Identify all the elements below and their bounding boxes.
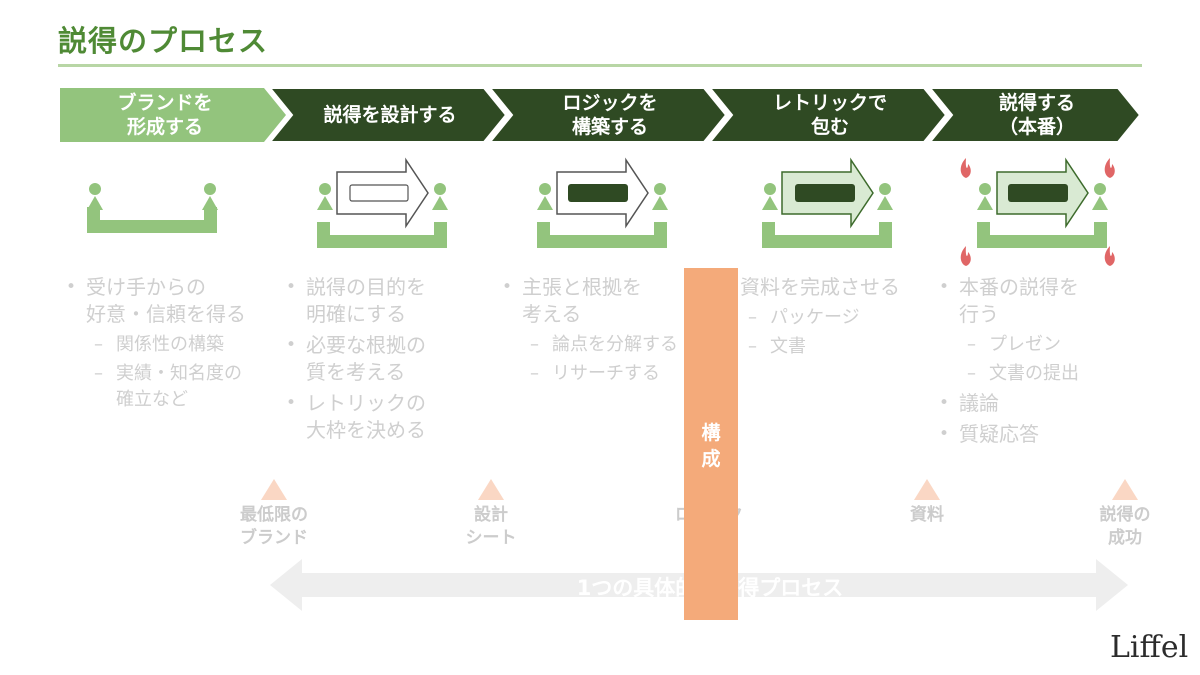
stage-label-5: 説得する （本番） — [998, 92, 1075, 138]
bullet-item: 必要な根拠の 質を考える — [284, 332, 484, 386]
stage-2-icon — [317, 157, 448, 248]
stage-5-icon — [977, 157, 1108, 248]
sub-bullet-item: 実績・知名度の 確立など — [64, 361, 284, 413]
stage-label-2: 説得を設計する — [323, 104, 457, 126]
bullet-item: 主張と根拠を 考える — [500, 274, 710, 328]
composition-highlight-bar — [684, 268, 738, 620]
flame-icon-bottom-right — [1104, 246, 1115, 266]
page-title: 説得のプロセス — [58, 24, 269, 58]
bullet-item: 受け手からの 好意・信頼を得る — [64, 274, 284, 328]
milestone-triangle-2 — [478, 479, 504, 500]
sub-bullet-item: 関係性の構築 — [64, 332, 284, 358]
milestone-label-4: 資料 — [910, 505, 944, 525]
stage-4-icon — [762, 157, 893, 248]
stage-1-icon — [87, 183, 218, 233]
bullet-item: レトリックの 大枠を決める — [284, 390, 484, 444]
stage-chevron-3 — [487, 87, 728, 143]
stage-chevron-2 — [267, 87, 508, 143]
stage-label-3: ロジックを 構築する — [562, 92, 658, 138]
brand-logo: Liffel — [1110, 630, 1189, 665]
bullet-item: 質疑応答 — [937, 421, 1137, 448]
composition-highlight-label: 構 成 — [701, 422, 721, 470]
milestone-label-1: 最低限の ブランド — [240, 505, 308, 548]
sub-bullet-item: プレゼン — [937, 332, 1137, 358]
stage-label-1: ブランドを 形成する — [117, 92, 213, 138]
stage-3-icon — [537, 157, 668, 248]
stage-1-details: 受け手からの 好意・信頼を得る 関係性の構築 実績・知名度の 確立など — [64, 274, 284, 416]
stage-5-details: 本番の説得を 行う プレゼン 文書の提出 議論 質疑応答 — [937, 274, 1137, 452]
milestone-triangle-5 — [1112, 479, 1138, 500]
flame-icon-bottom-left — [960, 246, 971, 266]
stage-3-details: 主張と根拠を 考える 論点を分解する リサーチする — [500, 274, 710, 390]
sub-bullet-item: 文書 — [718, 334, 933, 360]
milestone-triangle-1 — [261, 479, 287, 500]
flame-icon-top-right — [1104, 158, 1115, 178]
bullet-item: 本番の説得を 行う — [937, 274, 1137, 328]
stage-chevron-4 — [707, 87, 948, 143]
stage-4-details: 資料を完成させる パッケージ 文書 — [718, 274, 933, 363]
milestone-triangle-4 — [914, 479, 940, 500]
milestone-label-2: 設計 シート — [465, 505, 517, 548]
sub-bullet-item: 文書の提出 — [937, 361, 1137, 387]
stage-2-details: 説得の目的を 明確にする 必要な根拠の 質を考える レトリックの 大枠を決める — [284, 274, 484, 448]
bullet-item: 説得の目的を 明確にする — [284, 274, 484, 328]
bullet-item: 議論 — [937, 390, 1137, 417]
stage-chevron-5 — [927, 87, 1142, 143]
sub-bullet-item: リサーチする — [500, 361, 710, 387]
flame-icon-top-left — [960, 158, 971, 178]
title-divider — [58, 64, 1142, 67]
sub-bullet-item: パッケージ — [718, 305, 933, 331]
stage-chevron-1 — [60, 88, 286, 142]
bullet-item: 資料を完成させる — [718, 274, 933, 301]
stage-label-4: レトリックで 包む — [772, 92, 887, 138]
sub-bullet-item: 論点を分解する — [500, 332, 710, 358]
milestone-label-5: 説得の 成功 — [1099, 505, 1151, 548]
